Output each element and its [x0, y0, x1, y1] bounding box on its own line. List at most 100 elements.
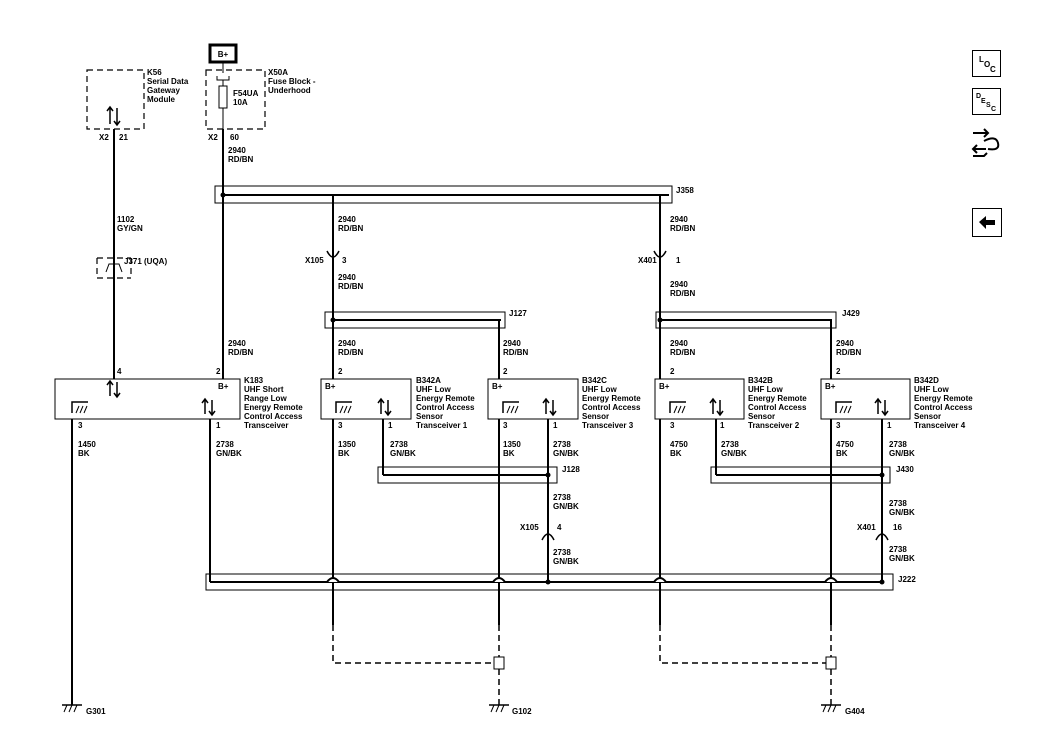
svg-text:1: 1 — [388, 421, 393, 430]
x401a-pin: 1 — [676, 256, 681, 265]
ground-g301-icon — [62, 704, 82, 713]
wire-2738-b342c-color: GN/BK — [553, 449, 579, 458]
x105b-ref: X105 — [520, 523, 539, 532]
svg-text:3: 3 — [338, 421, 343, 430]
wire-1102-color: GY/GN — [117, 224, 143, 233]
b342a-module: 2 B+ 3 1 B342A UHF Low Energy Remote Con… — [320, 367, 475, 430]
wire-1350a-circuit: 1350 — [338, 440, 356, 449]
k183-line5: Transceiver — [244, 421, 288, 430]
back-button[interactable] — [972, 208, 1002, 237]
splice-j128 — [377, 466, 558, 484]
b342a-feed-color: RD/BN — [338, 348, 364, 357]
wire-2738-x401b-circuit-bot: 2738 — [889, 545, 907, 554]
b342d-feed-color: RD/BN — [836, 348, 862, 357]
svg-text:3: 3 — [503, 421, 508, 430]
svg-text:Transceiver 4: Transceiver 4 — [914, 421, 966, 430]
wire-2738-x105b-color-bot: GN/BK — [553, 557, 579, 566]
desc-button[interactable]: D E S C — [972, 88, 1001, 115]
x401b-ref: X401 — [857, 523, 876, 532]
x401b-pin: 16 — [893, 523, 902, 532]
g102-eyelet — [493, 656, 505, 670]
k183-line4: Control Access — [244, 412, 303, 421]
svg-text:Sensor: Sensor — [416, 412, 443, 421]
k183-pin3: 3 — [78, 421, 83, 430]
wire-2940-color-b: RD/BN — [338, 224, 364, 233]
svg-text:Control Access: Control Access — [582, 403, 641, 412]
svg-text:B342B: B342B — [748, 376, 773, 385]
splice-j430 — [710, 466, 891, 484]
svg-text:Transceiver 1: Transceiver 1 — [416, 421, 468, 430]
k183-line1: UHF Short — [244, 385, 284, 394]
b342d-feed-circuit: 2940 — [836, 339, 854, 348]
svg-text:B342A: B342A — [416, 376, 441, 385]
svg-text:L: L — [979, 55, 984, 64]
k56-pin: 21 — [119, 133, 128, 142]
wire-2738-x105b-circuit-top: 2738 — [553, 493, 571, 502]
wire-1350c-circuit: 1350 — [503, 440, 521, 449]
x401a-ref: X401 — [638, 256, 657, 265]
k56-line3: Module — [147, 95, 176, 104]
connector-x401-a — [653, 250, 667, 258]
svg-text:2: 2 — [670, 367, 675, 376]
ground-g102-icon — [489, 704, 509, 713]
wire-2738-x401b-color-top: GN/BK — [889, 508, 915, 517]
wire-2738-b342c-circuit: 2738 — [553, 440, 571, 449]
k183-pin2: 2 — [216, 367, 221, 376]
svg-text:3: 3 — [670, 421, 675, 430]
k56-line2: Gateway — [147, 86, 180, 95]
fuse-name: F54UA — [233, 89, 259, 98]
connector-x401-b — [875, 533, 889, 541]
k183-ground-icon — [71, 401, 88, 414]
k56-conn: X2 — [99, 133, 109, 142]
svg-text:B+: B+ — [492, 382, 503, 391]
g102-label: G102 — [512, 707, 532, 716]
x105a-pin: 3 — [342, 256, 347, 265]
svg-text:Sensor: Sensor — [582, 412, 609, 421]
k56-ref: K56 — [147, 68, 162, 77]
b342b-module: 2 B+ 3 1 B342B UHF Low Energy Remote Con… — [654, 367, 807, 430]
k183-feed-circuit: 2940 — [228, 339, 246, 348]
k183-ref: K183 — [244, 376, 264, 385]
component-view-button[interactable] — [970, 125, 1002, 161]
wire-2940-circuit-c: 2940 — [338, 273, 356, 282]
g404-eyelet — [825, 656, 837, 670]
x50a-conn: X2 — [208, 133, 218, 142]
svg-text:Transceiver 2: Transceiver 2 — [748, 421, 800, 430]
x105a-ref: X105 — [305, 256, 324, 265]
j127-label: J127 — [509, 309, 527, 318]
wire-1102-circuit: 1102 — [117, 215, 135, 224]
svg-text:2: 2 — [503, 367, 508, 376]
svg-text:C: C — [991, 106, 996, 113]
svg-text:E: E — [981, 98, 986, 105]
left-arrow-icon — [979, 216, 995, 229]
wire-1350c-color: BK — [503, 449, 515, 458]
svg-text:1: 1 — [887, 421, 892, 430]
component-view-icon — [971, 128, 1000, 157]
b342c-feed-circuit: 2940 — [503, 339, 521, 348]
k183-line2: Range Low — [244, 394, 287, 403]
j430-label: J430 — [896, 465, 914, 474]
svg-text:D: D — [976, 93, 981, 100]
connector-x105-b — [541, 533, 555, 541]
splice-j222 — [205, 573, 894, 591]
svg-text:UHF Low: UHF Low — [582, 385, 617, 394]
b342d-module: 2 B+ 3 1 B342D UHF Low Energy Remote Con… — [820, 367, 973, 430]
g404-label: G404 — [845, 707, 865, 716]
fuse-amperage: 10A — [233, 98, 248, 107]
x105b-pin: 4 — [557, 523, 562, 532]
b342a-feed-circuit: 2940 — [338, 339, 356, 348]
svg-text:Control Access: Control Access — [748, 403, 807, 412]
wire-1450-color: BK — [78, 449, 90, 458]
wire-2738-k183-color: GN/BK — [216, 449, 242, 458]
svg-text:B+: B+ — [325, 382, 336, 391]
wire-2738-b342d-circuit: 2738 — [889, 440, 907, 449]
wire-2940-circuit-d: 2940 — [670, 215, 688, 224]
wire-2940-circuit-b: 2940 — [338, 215, 356, 224]
svg-text:Control Access: Control Access — [914, 403, 973, 412]
k183-feed-color: RD/BN — [228, 348, 254, 357]
wire-2738-x401b-color-bot: GN/BK — [889, 554, 915, 563]
k56-module-outline — [86, 69, 145, 130]
svg-text:1: 1 — [720, 421, 725, 430]
loc-button[interactable]: L O C — [972, 50, 1001, 77]
